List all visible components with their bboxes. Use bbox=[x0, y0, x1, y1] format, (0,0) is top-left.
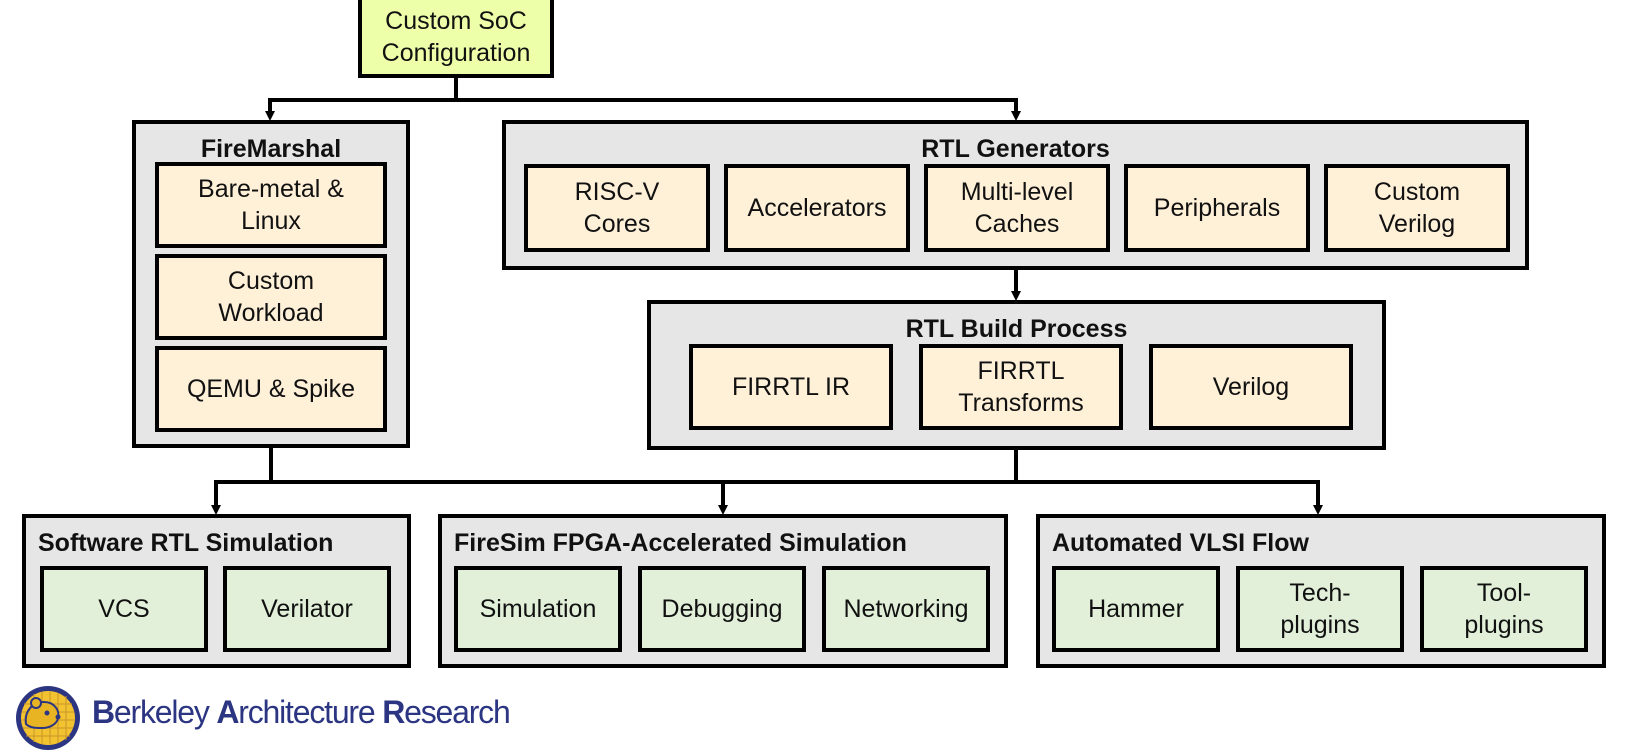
firemarshal-item: Custom Workload bbox=[155, 254, 387, 340]
berkeley-architecture-research-logo-text: Berkeley Architecture Research bbox=[92, 694, 511, 730]
rtl-generator-item: Custom Verilog bbox=[1324, 164, 1510, 252]
rtl-build-item: FIRRTL Transforms bbox=[919, 344, 1123, 430]
custom-soc-configuration-box: Custom SoC Configuration bbox=[358, 0, 554, 78]
custom-soc-configuration-label: Custom SoC Configuration bbox=[381, 7, 531, 67]
firesim-title: FireSim FPGA-Accelerated Simulation bbox=[454, 529, 907, 557]
rtl-build-process-title: RTL Build Process bbox=[905, 315, 1128, 343]
vlsi-item: Tech- plugins bbox=[1236, 566, 1404, 652]
rtl-generator-item: RISC-V Cores bbox=[524, 164, 710, 252]
vlsi-item: Tool- plugins bbox=[1420, 566, 1588, 652]
software-sim-item: VCS bbox=[40, 566, 208, 652]
automated-vlsi-flow-title: Automated VLSI Flow bbox=[1052, 529, 1309, 557]
software-rtl-simulation-title: Software RTL Simulation bbox=[38, 529, 334, 557]
rtl-generators-title: RTL Generators bbox=[921, 135, 1110, 163]
rtl-build-item: Verilog bbox=[1149, 344, 1353, 430]
vlsi-item: Hammer bbox=[1052, 566, 1220, 652]
rtl-generator-item: Accelerators bbox=[724, 164, 910, 252]
rtl-build-item: FIRRTL IR bbox=[689, 344, 893, 430]
rtl-generator-item: Peripherals bbox=[1124, 164, 1310, 252]
firesim-item: Networking bbox=[822, 566, 990, 652]
software-sim-item: Verilator bbox=[223, 566, 391, 652]
bar-bear-logo-icon bbox=[16, 686, 80, 750]
firemarshal-item: QEMU & Spike bbox=[155, 346, 387, 432]
firemarshal-title: FireMarshal bbox=[200, 135, 342, 163]
firemarshal-item: Bare-metal & Linux bbox=[155, 162, 387, 248]
firesim-item: Simulation bbox=[454, 566, 622, 652]
firesim-item: Debugging bbox=[638, 566, 806, 652]
rtl-generator-item: Multi-level Caches bbox=[924, 164, 1110, 252]
